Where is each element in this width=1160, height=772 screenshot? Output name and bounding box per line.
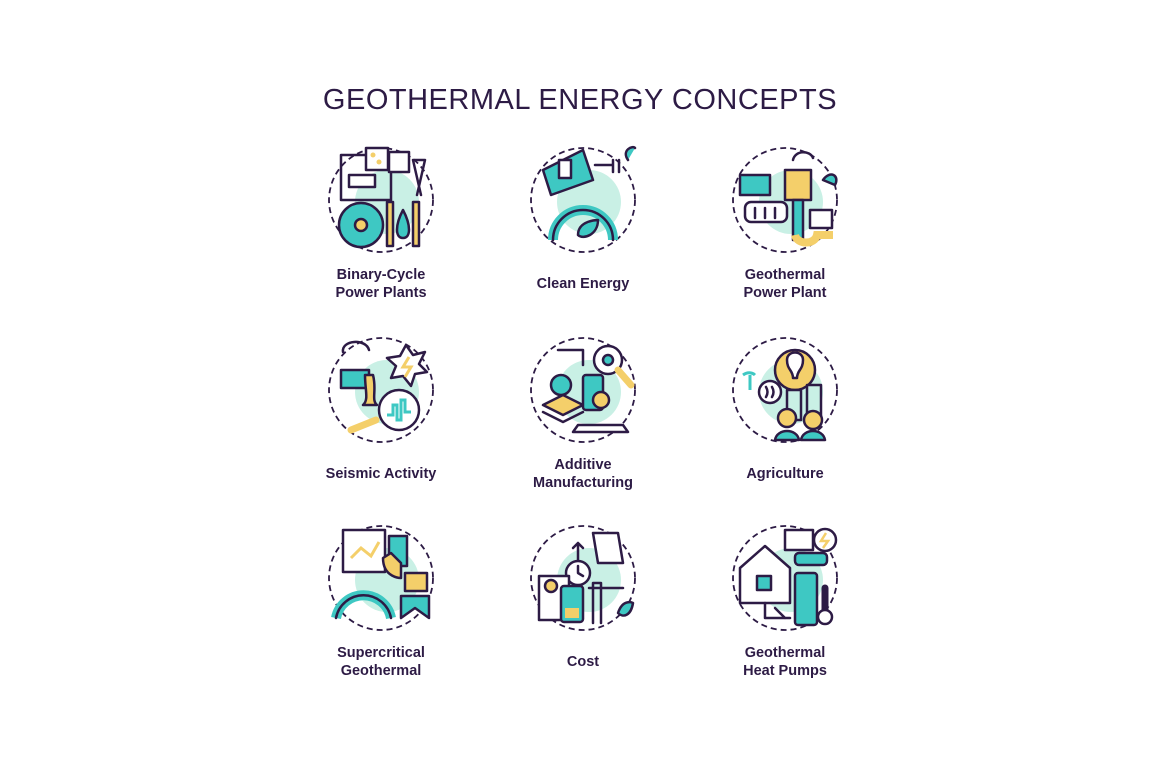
concept-label: Geothermal Power Plant (695, 266, 875, 302)
concept-label: Agriculture (695, 456, 875, 492)
concept-geothermal-power-plant: Geothermal Power Plant (695, 140, 875, 302)
concept-label: Additive Manufacturing (493, 456, 673, 492)
concept-supercritical-geothermal: Supercritical Geothermal (291, 518, 471, 680)
concept-label: Binary-Cycle Power Plants (291, 266, 471, 302)
binary-cycle-power-plant-icon (328, 146, 434, 253)
page-title: GEOTHERMAL ENERGY CONCEPTS (322, 84, 838, 116)
geothermal-heat-pumps-icon (732, 525, 838, 631)
label-line-1: Geothermal (744, 267, 826, 283)
concept-label: Supercritical Geothermal (291, 644, 471, 680)
label-line-2: Power Plants (335, 285, 427, 301)
concept-label: Cost (493, 644, 673, 680)
concept-binary-cycle-power-plant: Binary-Cycle Power Plants (291, 140, 471, 302)
label-line-1: Agriculture (746, 466, 824, 482)
concept-cost: Cost (493, 518, 673, 680)
concept-label: Clean Energy (493, 266, 673, 302)
concept-label: Geothermal Heat Pumps (695, 644, 875, 680)
label-line-1: Seismic Activity (325, 466, 437, 482)
label-line-1: Clean Energy (536, 276, 630, 292)
concept-label: Seismic Activity (291, 456, 471, 492)
geothermal-power-plant-icon (732, 147, 838, 253)
additive-manufacturing-icon (530, 337, 636, 443)
concept-clean-energy: Clean Energy (493, 140, 673, 302)
supercritical-geothermal-icon (328, 525, 434, 631)
concept-agriculture: Agriculture (695, 330, 875, 492)
label-line-2: Heat Pumps (743, 663, 827, 679)
label-line-1: Geothermal (744, 645, 826, 661)
clean-energy-icon (530, 145, 637, 253)
concept-geothermal-heat-pumps: Geothermal Heat Pumps (695, 518, 875, 680)
cost-icon (530, 525, 636, 631)
label-line-1: Supercritical (337, 645, 425, 661)
agriculture-icon (732, 337, 838, 443)
label-line-2: Power Plant (743, 285, 827, 301)
label-line-1: Additive (554, 457, 612, 473)
label-line-2: Geothermal (340, 663, 422, 679)
label-line-1: Binary-Cycle (336, 267, 426, 283)
seismic-activity-icon (328, 337, 434, 443)
concept-additive-manufacturing: Additive Manufacturing (493, 330, 673, 492)
label-line-2: Manufacturing (533, 475, 633, 491)
label-line-1: Cost (566, 654, 600, 670)
concept-seismic-activity: Seismic Activity (291, 330, 471, 492)
